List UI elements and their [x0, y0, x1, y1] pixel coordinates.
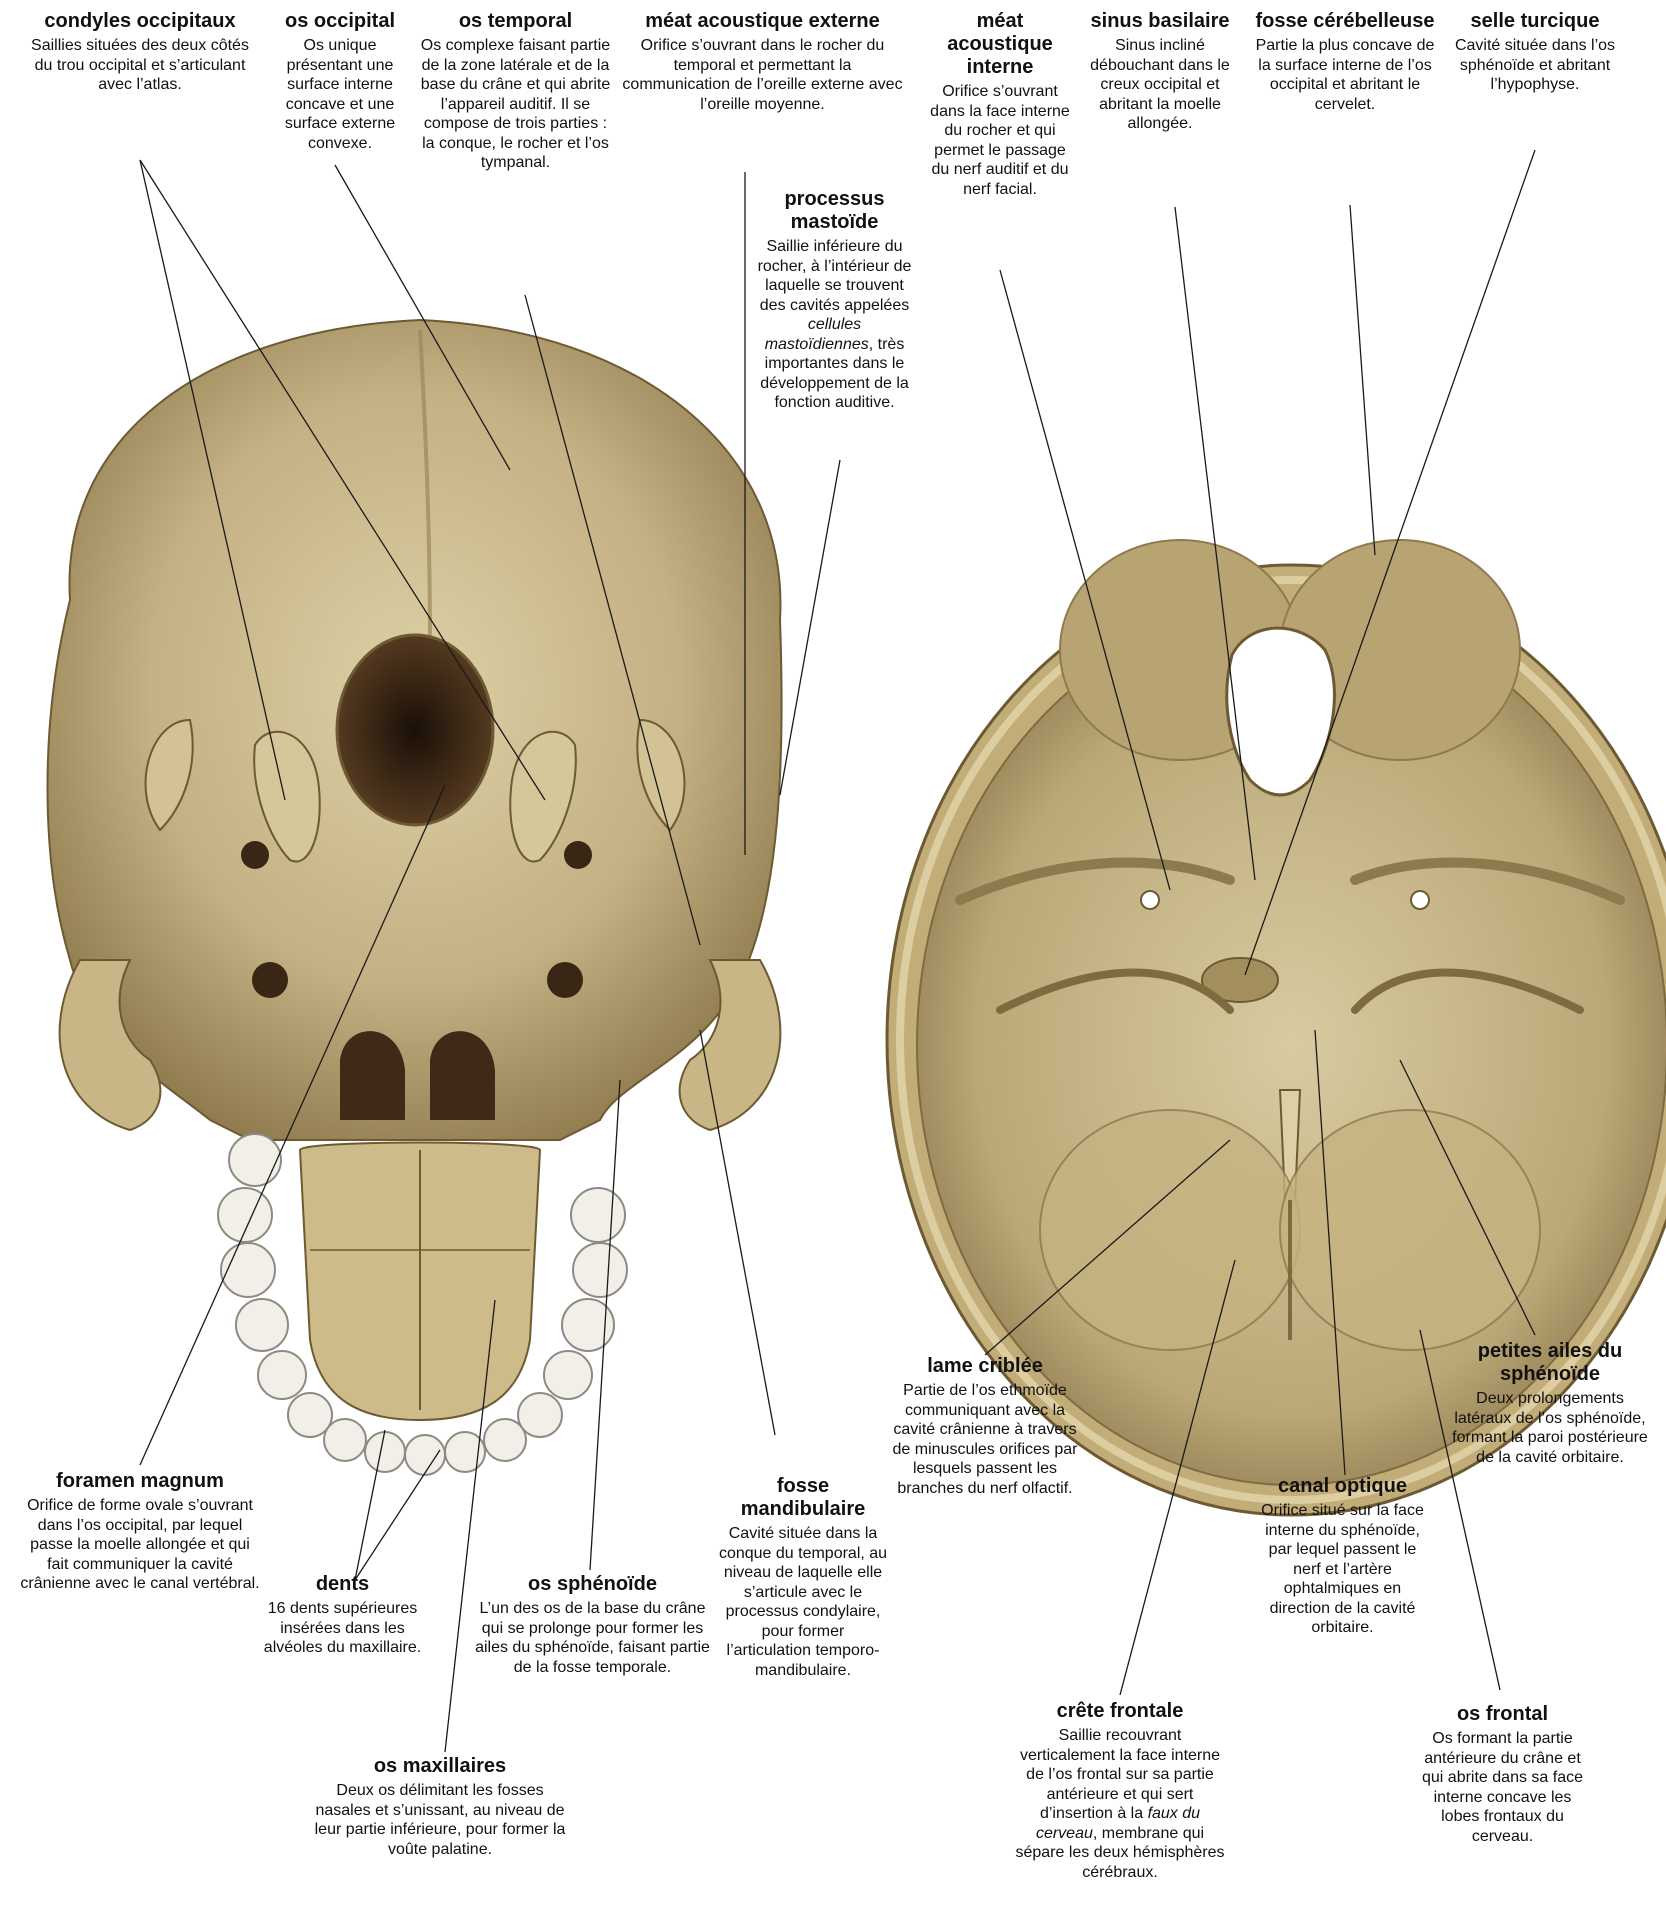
label-desc: Orifice s’ouvrant dans la face interne d… [925, 82, 1075, 199]
label-processus-mastoide: processus mastoïde Saillie inférieure du… [752, 188, 917, 413]
label-desc: Saillie recouvrant verticalement la face… [1010, 1726, 1230, 1882]
label-title: fosse mandibulaire [718, 1475, 888, 1521]
label-selle-turcique: selle turcique Cavité située dans l’os s… [1450, 10, 1620, 95]
label-desc: Cavité située dans la conque du temporal… [718, 1524, 888, 1680]
label-meat-acoustique-interne: méat acoustique interne Orifice s’ouvran… [925, 10, 1075, 199]
label-desc: Os complexe faisant partie de la zone la… [418, 36, 613, 173]
label-title: méat acoustique externe [620, 10, 905, 33]
label-desc: Partie la plus concave de la surface int… [1255, 36, 1435, 114]
label-title: petites ailes du sphénoïde [1450, 1340, 1650, 1386]
label-crete-frontale: crête frontale Saillie recouvrant vertic… [1010, 1700, 1230, 1882]
label-desc: Saillie inférieure du rocher, à l’intéri… [752, 237, 917, 413]
label-title: selle turcique [1450, 10, 1620, 33]
label-os-maxillaires: os maxillaires Deux os délimitant les fo… [310, 1755, 570, 1859]
label-os-occipital: os occipital Os unique présentant une su… [265, 10, 415, 153]
label-os-temporal: os temporal Os complexe faisant partie d… [418, 10, 613, 173]
label-desc: Orifice de forme ovale s’ouvrant dans l’… [20, 1496, 260, 1594]
label-desc: L’un des os de la base du crâne qui se p… [470, 1599, 715, 1677]
label-fosse-mandibulaire: fosse mandibulaire Cavité située dans la… [718, 1475, 888, 1680]
label-desc: Os unique présentant une surface interne… [265, 36, 415, 153]
label-desc: Cavité située dans l’os sphénoïde et abr… [1450, 36, 1620, 95]
label-title: os maxillaires [310, 1755, 570, 1778]
label-title: os temporal [418, 10, 613, 33]
label-foramen-magnum: foramen magnum Orifice de forme ovale s’… [20, 1470, 260, 1594]
label-desc: 16 dents supérieures insérées dans les a… [250, 1599, 435, 1658]
label-title: crête frontale [1010, 1700, 1230, 1723]
label-title: processus mastoïde [752, 188, 917, 234]
label-desc: Orifice s’ouvrant dans le rocher du temp… [620, 36, 905, 114]
label-meat-acoustique-externe: méat acoustique externe Orifice s’ouvran… [620, 10, 905, 114]
label-title: os frontal [1415, 1703, 1590, 1726]
label-condyles-occipitaux: condyles occipitaux Saillies situées des… [20, 10, 260, 95]
label-desc: Partie de l’os ethmoïde communiquant ave… [885, 1381, 1085, 1498]
label-sinus-basilaire: sinus basilaire Sinus incliné débouchant… [1090, 10, 1230, 134]
label-title: condyles occipitaux [20, 10, 260, 33]
label-title: dents [250, 1573, 435, 1596]
label-desc: Orifice situé sur la face interne du sph… [1255, 1501, 1430, 1638]
label-desc: Os formant la partie antérieure du crâne… [1415, 1729, 1590, 1846]
label-fosse-cerebelleuse: fosse cérébelleuse Partie la plus concav… [1255, 10, 1435, 114]
foramen-magnum-shape [337, 635, 493, 825]
label-canal-optique: canal optique Orifice situé sur la face … [1255, 1475, 1430, 1638]
label-desc: Deux os délimitant les fosses nasales et… [310, 1781, 570, 1859]
label-title: sinus basilaire [1090, 10, 1230, 33]
label-dents: dents 16 dents supérieures insérées dans… [250, 1573, 435, 1658]
label-petites-ailes-sphenoide: petites ailes du sphénoïde Deux prolonge… [1450, 1340, 1650, 1467]
label-lame-criblee: lame criblée Partie de l’os ethmoïde com… [885, 1355, 1085, 1498]
label-desc: Deux prolongements latéraux de l’os sphé… [1450, 1389, 1650, 1467]
label-desc: Saillies situées des deux côtés du trou … [20, 36, 260, 95]
skull-inferior-view [48, 320, 782, 1475]
label-desc: Sinus incliné débouchant dans le creux o… [1090, 36, 1230, 134]
label-title: os sphénoïde [470, 1573, 715, 1596]
label-os-sphenoide: os sphénoïde L’un des os de la base du c… [470, 1573, 715, 1677]
label-title: fosse cérébelleuse [1255, 10, 1435, 33]
label-desc-em: cellules mastoïdiennes [765, 316, 869, 353]
label-title: méat acoustique interne [925, 10, 1075, 79]
label-title: foramen magnum [20, 1470, 260, 1493]
label-os-frontal: os frontal Os formant la partie antérieu… [1415, 1703, 1590, 1846]
label-title: canal optique [1255, 1475, 1430, 1498]
label-title: lame criblée [885, 1355, 1085, 1378]
label-title: os occipital [265, 10, 415, 33]
label-desc-a: Saillie inférieure du rocher, à l’intéri… [758, 238, 912, 314]
